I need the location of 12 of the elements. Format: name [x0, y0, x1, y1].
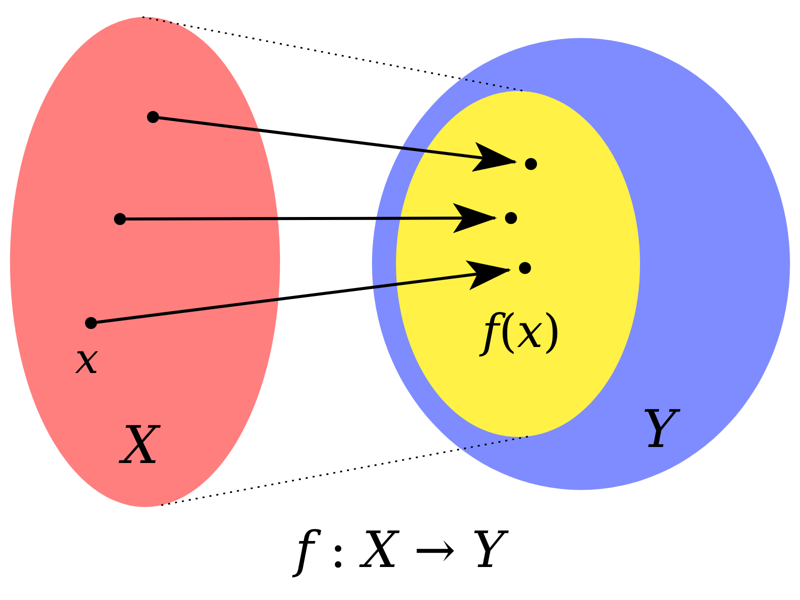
dotted-line [161, 435, 530, 506]
arrow [96, 260, 512, 324]
element-label: x [75, 338, 99, 380]
point-dot [147, 111, 159, 123]
point-dot [519, 262, 531, 274]
arrow [158, 116, 518, 172]
arrow [126, 203, 497, 234]
point-dot [114, 213, 126, 225]
caption: f : X → Y [0, 520, 800, 580]
point-dot [505, 212, 517, 224]
point-dot [525, 158, 537, 170]
point-dot [85, 317, 97, 329]
